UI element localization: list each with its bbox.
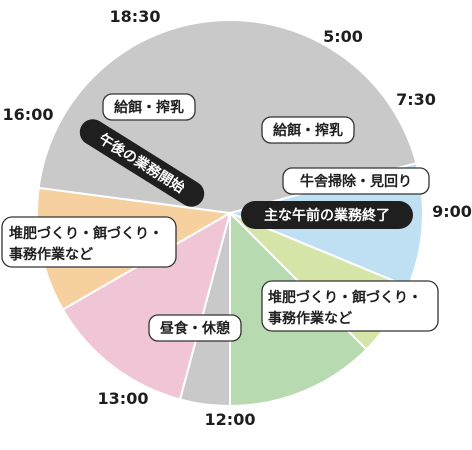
svg-text:牛舎掃除・見回り: 牛舎掃除・見回り [300,173,412,190]
label-feed-evening: 給餌・搾乳 [102,93,196,121]
label-barn-cleaning: 牛舎掃除・見回り [282,167,430,195]
label-compost-morning-line1: 堆肥づくり・餌づくり・ [268,289,422,306]
svg-text:昼食・休憩: 昼食・休憩 [160,320,230,337]
time-label-1600: 16:00 [3,105,54,124]
label-lunch: 昼食・休憩 [148,314,242,342]
label-compost-afternoon: 堆肥づくり・餌づくり・ 事務作業など [1,216,177,268]
label-compost-afternoon-line2: 事務作業など [9,246,93,263]
time-label-0900: 9:00 [432,202,472,221]
label-feed-morning: 給餌・搾乳 [261,116,355,144]
svg-text:給餌・搾乳: 給餌・搾乳 [273,122,343,139]
time-label-1200: 12:00 [205,410,256,429]
time-label-1300: 13:00 [98,389,149,408]
label-compost-afternoon-line1: 堆肥づくり・餌づくり・ [9,225,163,242]
time-label-0730: 7:30 [396,90,436,109]
callout-morning-end: 主な午前の業務終了 [241,201,413,229]
time-label-0500: 5:00 [323,27,363,46]
time-label-1830: 18:30 [110,7,161,26]
label-compost-morning: 堆肥づくり・餌づくり・ 事務作業など [261,280,439,332]
label-compost-morning-line2: 事務作業など [268,310,352,327]
svg-text:給餌・搾乳: 給餌・搾乳 [114,99,184,116]
slice-compost-afternoon [61,210,232,401]
svg-text:主な午前の業務終了: 主な午前の業務終了 [264,207,390,224]
